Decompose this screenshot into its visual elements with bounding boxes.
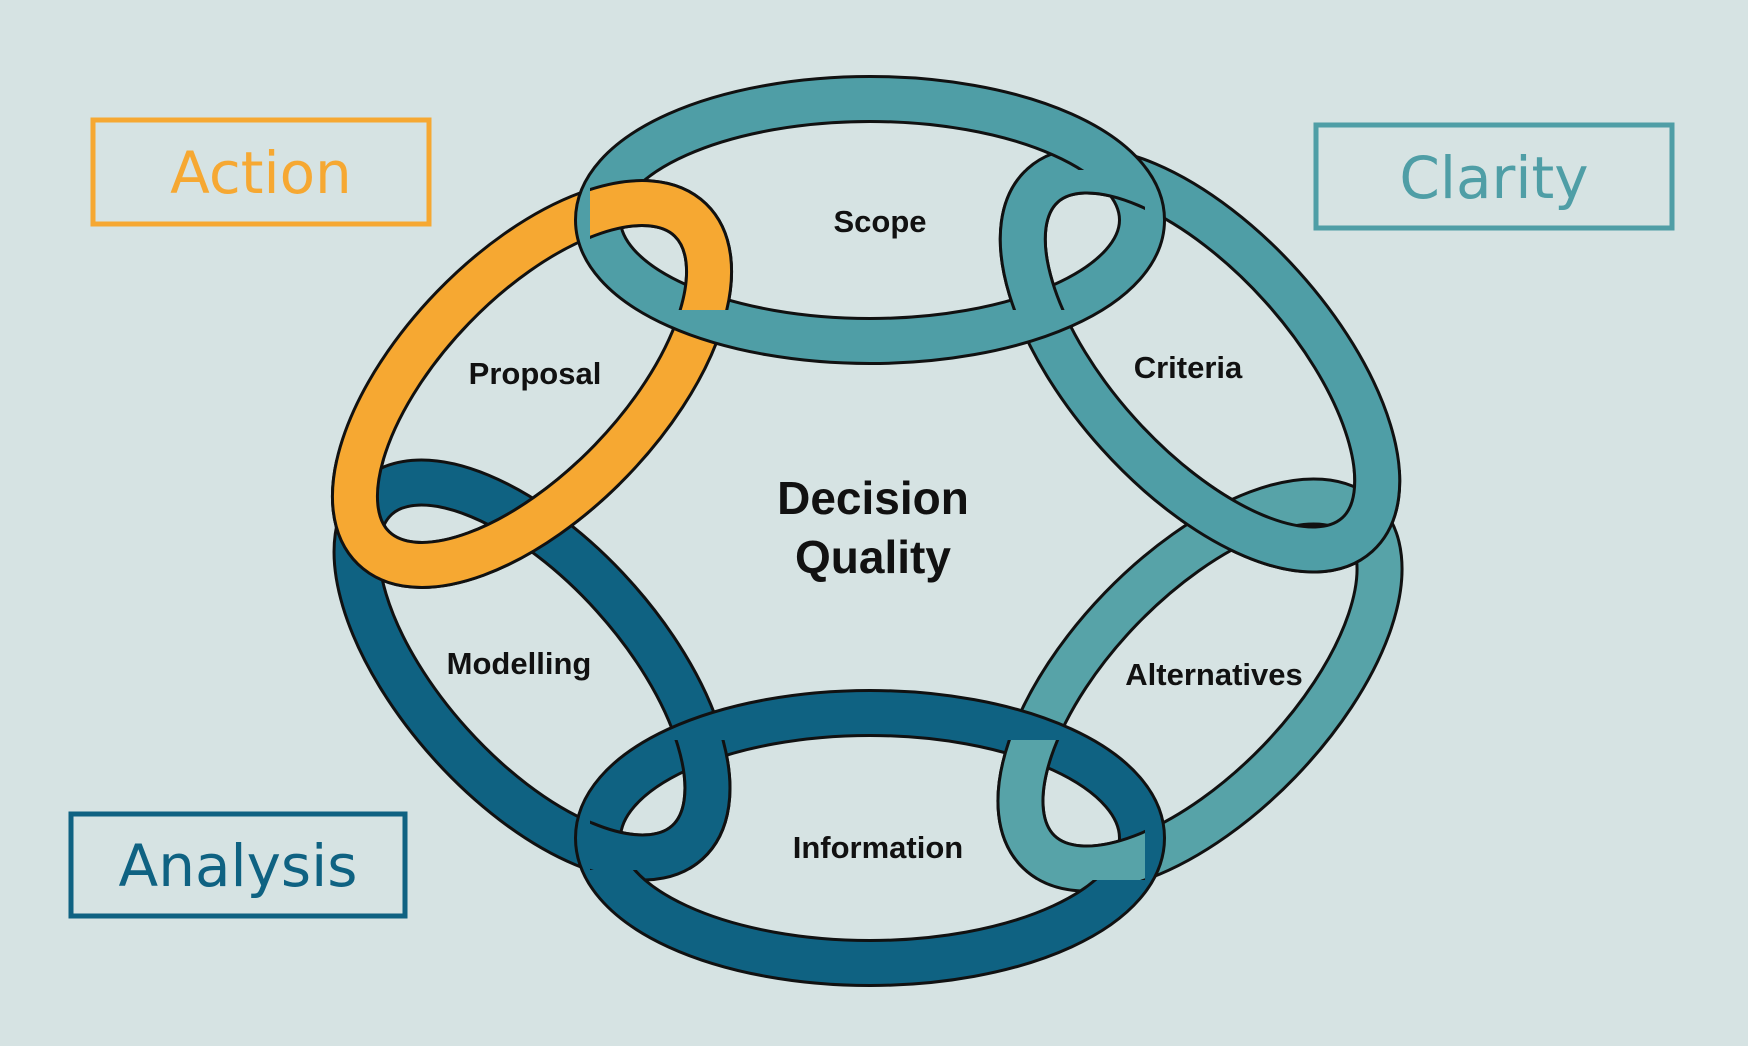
analysis-label: Analysis <box>119 832 358 900</box>
label-scope: Scope <box>833 204 926 239</box>
action-box: Action <box>93 120 429 224</box>
center-title-line2: Quality <box>795 531 951 583</box>
clarity-label: Clarity <box>1399 144 1588 212</box>
analysis-box: Analysis <box>71 814 405 916</box>
center-title-line1: Decision <box>777 472 969 524</box>
label-proposal: Proposal <box>469 356 602 391</box>
label-alternatives: Alternatives <box>1125 657 1302 692</box>
label-information: Information <box>793 830 964 865</box>
action-label: Action <box>170 139 352 207</box>
clarity-box: Clarity <box>1316 125 1672 228</box>
label-modelling: Modelling <box>447 646 592 681</box>
label-criteria: Criteria <box>1134 350 1243 385</box>
